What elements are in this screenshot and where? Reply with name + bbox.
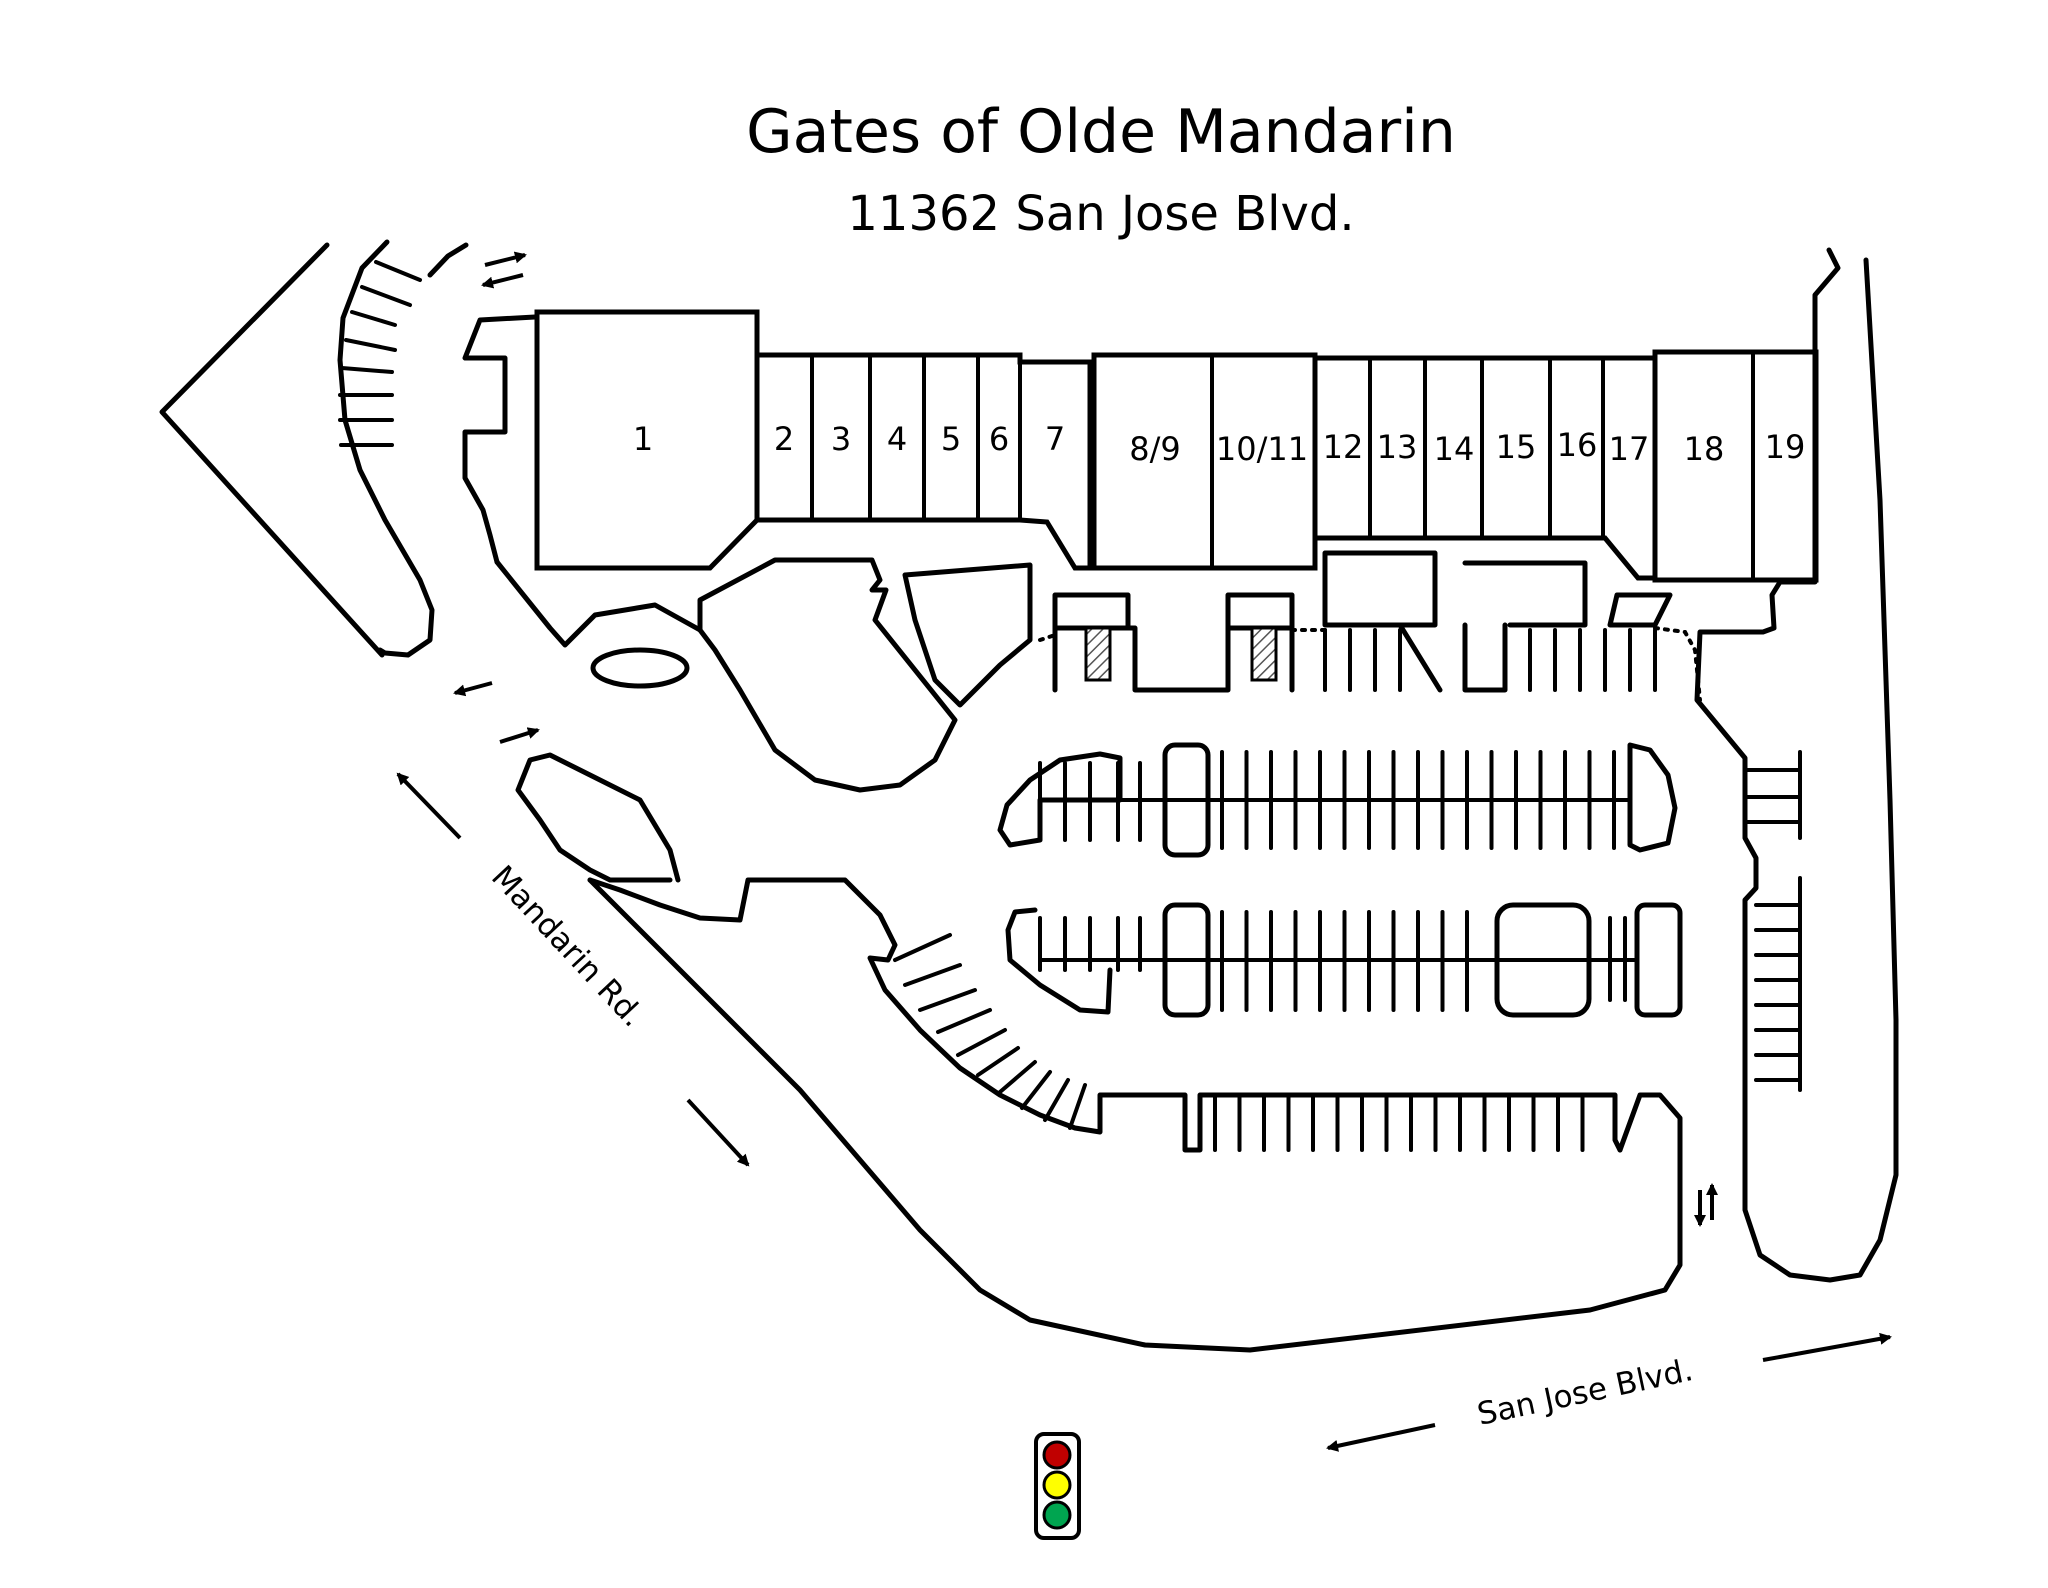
parking-stall-line — [1020, 1070, 1052, 1110]
walkway-stalls — [1323, 628, 1657, 692]
unit-6-label: 6 — [989, 420, 1009, 458]
parking-row-2-stalls — [1038, 910, 1627, 1012]
unit-1-label: 1 — [633, 420, 653, 458]
unit-18-label: 18 — [1684, 430, 1725, 468]
map-address: 11362 San Jose Blvd. — [847, 186, 1354, 242]
left-island-stalls — [338, 260, 422, 447]
mandarin-road-label: Mandarin Rd. — [484, 859, 651, 1034]
parking-stall-line — [936, 1008, 992, 1034]
parking-stall-line — [893, 933, 952, 962]
unit-5-label: 5 — [941, 420, 961, 458]
san-jose-east-arrow — [1762, 1332, 1892, 1362]
unit-13-label: 13 — [1377, 428, 1418, 466]
enter-arrow — [499, 727, 540, 744]
front-box-3 — [1322, 550, 1438, 628]
unit-10-11-label: 10/11 — [1216, 430, 1308, 468]
traffic-light-red — [1042, 1440, 1072, 1470]
map-title: Gates of Olde Mandarin — [746, 97, 1456, 167]
unit-8-9-label: 8/9 — [1129, 430, 1181, 468]
right-stalls — [1743, 750, 1802, 1092]
bottom-arc-stalls — [893, 933, 1087, 1130]
unit-15-label: 15 — [1496, 428, 1537, 466]
traffic-light-icon — [1034, 1432, 1081, 1540]
units-18-19-building — [1652, 349, 1819, 583]
hatched-area-2 — [1250, 626, 1278, 682]
driveway-edge — [494, 559, 703, 648]
unit-16-label: 16 — [1557, 426, 1598, 464]
strip-12-17-dividers — [1368, 356, 1605, 540]
walkway-edge — [1052, 622, 1508, 693]
front-box-2 — [1225, 592, 1295, 631]
kiosk-mid — [902, 562, 1033, 708]
unit-7-label: 7 — [1045, 420, 1065, 458]
traffic-light-yellow — [1042, 1470, 1072, 1500]
front-box-4 — [1462, 560, 1588, 628]
strip-2-7-dividers — [810, 353, 1022, 522]
left-wedge-outline — [159, 242, 385, 658]
unit-2-label: 2 — [774, 420, 794, 458]
san-jose-road-label: San Jose Blvd. — [1474, 1352, 1696, 1433]
traffic-light-green — [1042, 1500, 1072, 1530]
unit-4-label: 4 — [887, 420, 907, 458]
mandarin-nw-arrow — [396, 772, 462, 840]
unit-3-label: 3 — [831, 420, 851, 458]
parking-row-1-stalls — [1038, 750, 1616, 850]
parking-row-1-right-island — [1627, 742, 1678, 853]
units-8-11-building — [1091, 352, 1318, 571]
unit-12-label: 12 — [1323, 428, 1364, 466]
unit-17-label: 17 — [1609, 430, 1650, 468]
hatched-area-1 — [1084, 626, 1112, 682]
unit-1-building — [534, 309, 760, 571]
entrance-arrow-out — [481, 273, 524, 289]
left-parking-island — [337, 239, 435, 658]
parking-stall-line — [1043, 1078, 1070, 1122]
dotted-walkway — [1038, 626, 1702, 702]
bottom-row-stalls — [1213, 1093, 1585, 1152]
front-box-5 — [1607, 592, 1673, 628]
parking-stall-line — [998, 1060, 1037, 1094]
front-box-1 — [1052, 592, 1131, 631]
kiosk-left — [697, 557, 958, 793]
parking-stall-line — [976, 1046, 1020, 1077]
entrance-arrow-in — [484, 251, 527, 267]
exit-arrow — [453, 681, 493, 697]
parking-row-2-left-island — [1005, 907, 1113, 1015]
san-jose-west-arrow — [1326, 1423, 1436, 1452]
bottom-lot-outer-curb — [587, 877, 1683, 1353]
parking-stall-line — [903, 963, 962, 987]
right-boundary-inner — [1694, 247, 1899, 1283]
parking-stall-line — [1068, 1083, 1087, 1130]
left-island-top — [427, 242, 469, 278]
unit-19-label: 19 — [1765, 428, 1806, 466]
entrance-island — [590, 647, 690, 689]
parking-stall-line — [918, 988, 977, 1012]
bottom-parking-curb — [515, 752, 681, 883]
mandarin-se-arrow — [686, 1098, 750, 1167]
parking-row-2-island-c — [1634, 902, 1683, 1018]
parking-stall-line — [956, 1028, 1007, 1057]
bottom-lot-inner-curb — [587, 877, 1623, 1153]
unit-14-label: 14 — [1434, 430, 1475, 468]
entrance-curb — [462, 314, 538, 565]
